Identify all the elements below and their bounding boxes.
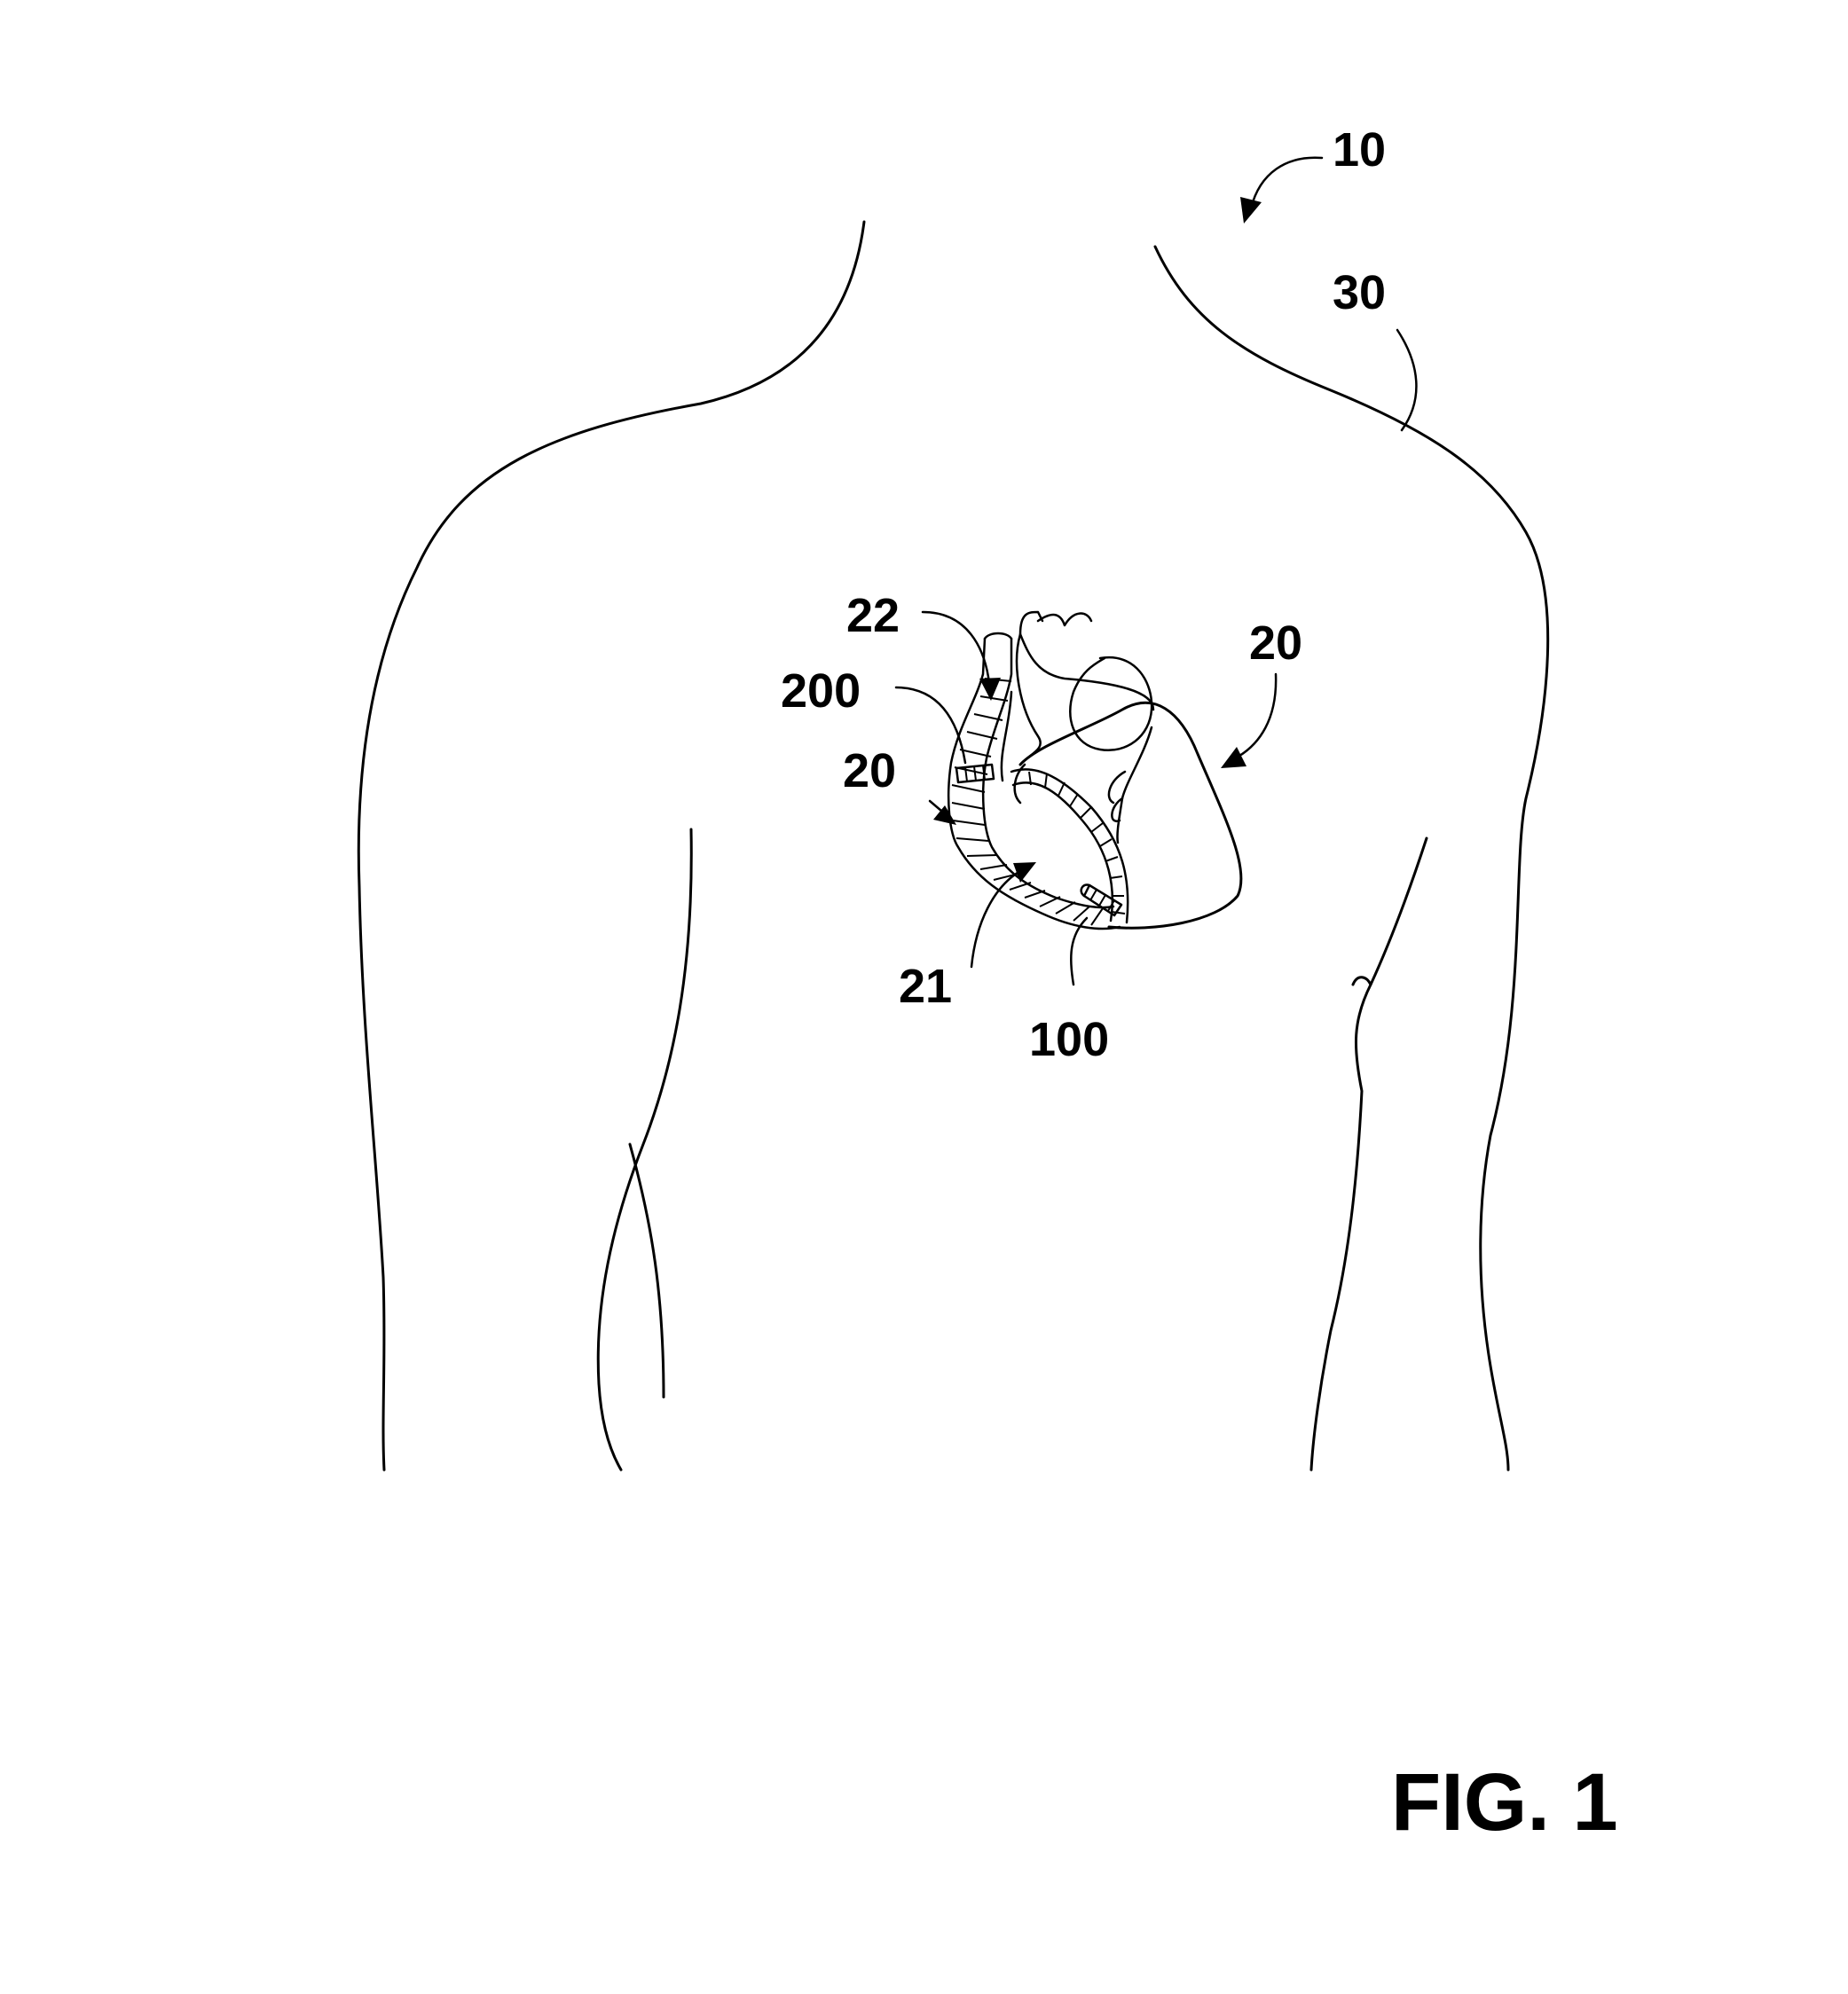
label-200: 200	[781, 664, 861, 718]
svc-top	[983, 632, 1013, 640]
tricuspid-inflow	[1000, 690, 1026, 805]
device-100-capsule	[1080, 883, 1123, 917]
right-neck-shoulder-line	[1153, 245, 1550, 1472]
label-20-right: 20	[1249, 616, 1302, 670]
right-inner-arm-line	[1309, 836, 1428, 1472]
left-atrial-appendage	[1107, 770, 1127, 822]
aortic-arch	[1018, 610, 1155, 711]
svc-outer-wall	[947, 637, 1121, 930]
leader-lines	[894, 156, 1418, 986]
reference-labels: 10 30 22 200 20 20 21 100 FIG. 1	[781, 123, 1618, 1848]
figure-caption: FIG. 1	[1391, 1757, 1618, 1848]
left-inner-arm-line	[596, 828, 693, 1472]
aorta-loop	[1069, 656, 1153, 752]
svc-inner-wall	[981, 637, 1115, 909]
right-armpit-notch	[1351, 976, 1372, 986]
left-armpit-crease	[628, 1142, 665, 1399]
label-100: 100	[1029, 1013, 1109, 1066]
label-30: 30	[1333, 266, 1386, 319]
septum-outer	[1010, 768, 1129, 924]
label-20-left: 20	[843, 744, 896, 797]
label-22: 22	[846, 589, 900, 642]
heart-illustration	[947, 610, 1243, 930]
heart-outer-outline	[1018, 701, 1243, 930]
torso-outline	[357, 220, 1550, 1472]
label-21: 21	[899, 960, 952, 1013]
device-200-capsule	[955, 763, 995, 784]
left-neck-shoulder-line	[357, 220, 866, 1472]
septum-inner	[1011, 781, 1114, 922]
label-10: 10	[1333, 123, 1386, 177]
wall-hatching	[951, 678, 1126, 926]
